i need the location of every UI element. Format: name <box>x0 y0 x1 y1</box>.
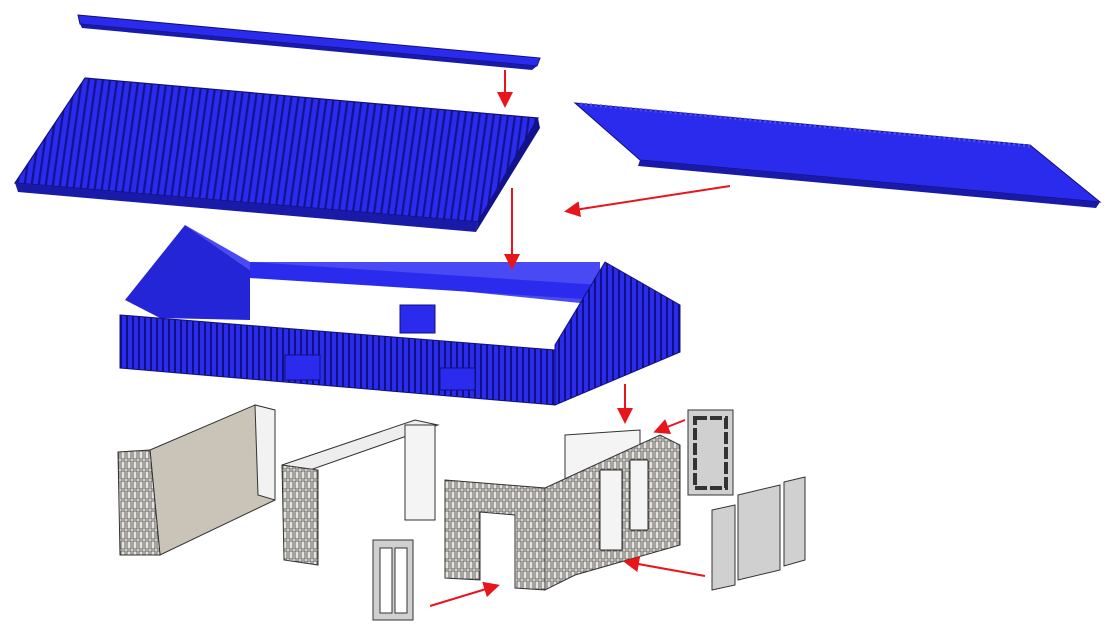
arrow-door <box>429 581 500 607</box>
arrow-window-large <box>623 556 706 577</box>
lower-left-wall <box>117 404 276 556</box>
upper-wall-assembly <box>119 225 681 406</box>
left-roof-panel <box>13 77 540 232</box>
assembly-arrows <box>429 70 731 607</box>
window-large <box>711 476 806 591</box>
lower-middle-wall <box>281 419 440 566</box>
arrow-right-roof <box>564 185 731 218</box>
right-roof-panel <box>573 102 1102 208</box>
left-gable <box>125 225 250 320</box>
ridge-cap <box>77 14 541 70</box>
window-top-right <box>687 409 734 496</box>
arrow-window-top <box>653 419 686 435</box>
front-wall <box>119 314 556 406</box>
lower-front-wall <box>444 429 681 591</box>
door-front <box>372 539 414 621</box>
